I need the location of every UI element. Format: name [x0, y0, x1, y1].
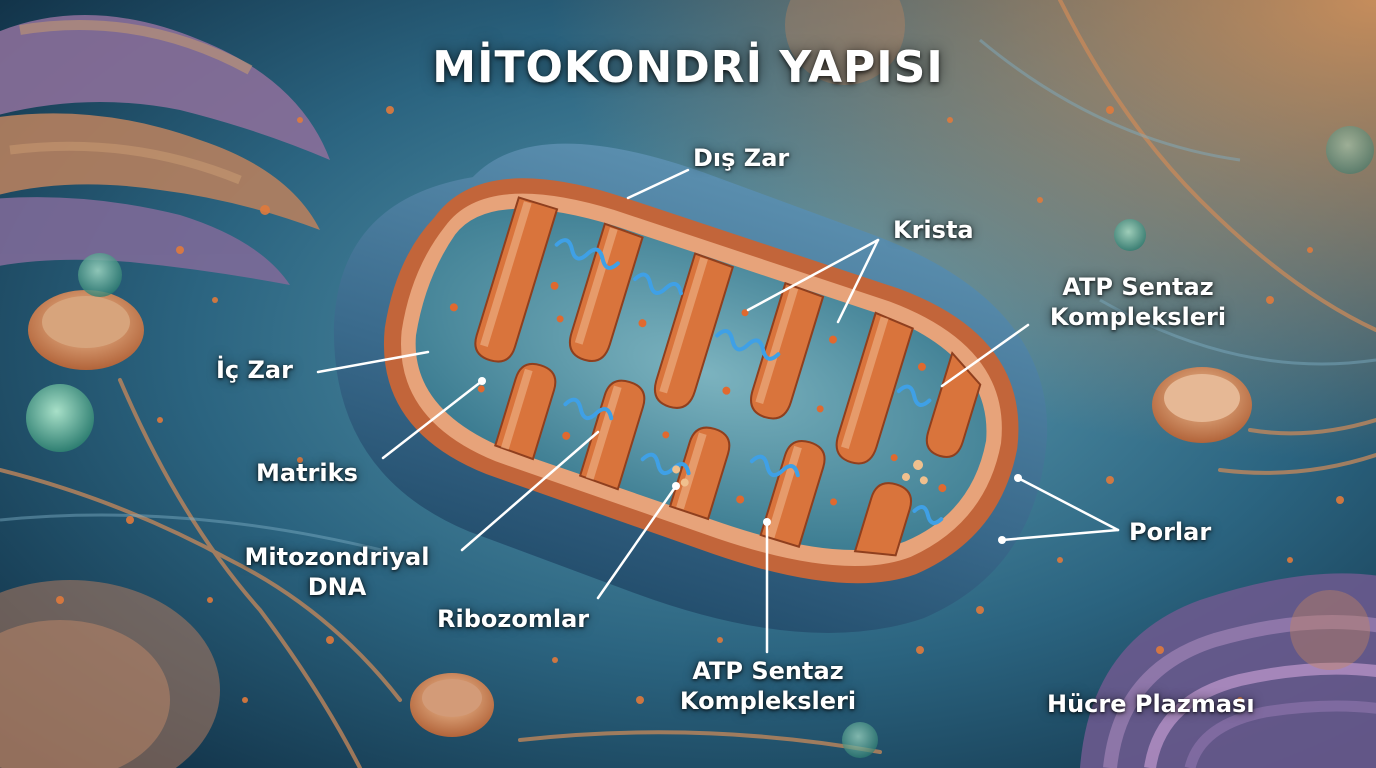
label-atp-sentaz-bottom-line2: Kompleksleri — [679, 687, 857, 715]
label-mitozondriyal-dna: Mitozondriyal DNA — [222, 542, 452, 602]
label-atp-sentaz-top-line2: Kompleksleri — [1049, 303, 1227, 331]
label-ribozomlar: Ribozomlar — [437, 605, 590, 633]
leader-lines — [316, 168, 1120, 654]
vesicles — [26, 0, 1374, 758]
label-atp-sentaz-top-line1: ATP Sentaz — [1062, 273, 1214, 301]
ribosomes — [449, 281, 947, 506]
mitochondrion — [334, 143, 1048, 633]
label-mitozondriyal-dna-line1: Mitozondriyal — [244, 543, 430, 571]
mitochondrial-dna — [554, 238, 944, 525]
label-ic-zar: İç Zar — [216, 356, 293, 384]
label-hucre-plazmasi: Hücre Plazması — [1047, 690, 1255, 718]
label-mitozondriyal-dna-line2: DNA — [307, 573, 367, 601]
matrix — [415, 208, 987, 551]
label-matriks: Matriks — [256, 459, 358, 487]
background-organelle-bottom-right — [1080, 573, 1376, 768]
leader-endpoints — [478, 377, 1022, 544]
label-atp-sentaz-top: ATP Sentaz Kompleksleri — [1028, 272, 1248, 332]
label-atp-sentaz-bottom: ATP Sentaz Kompleksleri — [658, 656, 878, 716]
label-krista: Krista — [893, 216, 974, 244]
background-organelle-top-left — [0, 15, 330, 285]
label-porlar: Porlar — [1129, 518, 1212, 546]
label-dis-zar: Dış Zar — [693, 144, 790, 172]
label-atp-sentaz-bottom-line1: ATP Sentaz — [692, 657, 844, 685]
page-title: MİTOKONDRİ YAPISI — [432, 42, 944, 93]
